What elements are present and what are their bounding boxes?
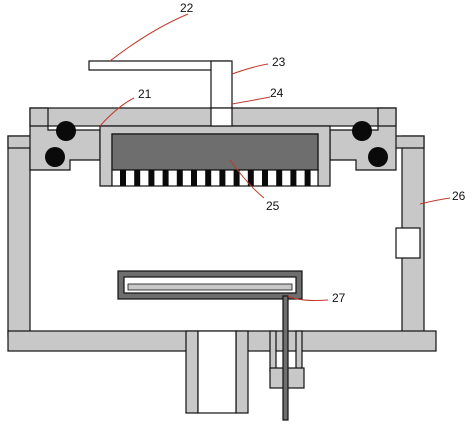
showerhead-hole (219, 170, 226, 186)
left-wall (7, 135, 31, 337)
inlet-horizontal-pipe (88, 60, 230, 71)
showerhead-holes (120, 170, 311, 186)
showerhead-hole (233, 170, 240, 186)
lift-rod-sleeve-left (269, 330, 277, 372)
lift-rod-sleeve-right (295, 330, 303, 372)
seal-ball-left-upper (56, 121, 76, 141)
showerhead-hole (247, 170, 254, 186)
label-24: 24 (270, 86, 284, 100)
showerhead-block (111, 133, 319, 171)
label-26: 26 (452, 189, 466, 203)
part-labels: 22 23 24 21 25 26 27 (138, 1, 466, 305)
showerhead-hole (134, 170, 141, 186)
leader-26 (419, 197, 451, 205)
seal-ball-right-lower (368, 147, 388, 167)
showerhead-hole (304, 170, 311, 186)
tray-substrate (127, 283, 293, 291)
showerhead-hole (290, 170, 297, 186)
exhaust-port (185, 330, 249, 414)
label-22: 22 (180, 1, 194, 15)
exhaust-pipe-right (235, 330, 249, 414)
showerhead-hole (120, 170, 126, 186)
label-23: 23 (272, 55, 286, 69)
substrate-tray (117, 270, 303, 300)
label-21: 21 (138, 87, 152, 101)
showerhead-hole (191, 170, 197, 186)
leader-25 (229, 159, 265, 199)
showerhead-hole (176, 170, 183, 186)
leader-22 (109, 13, 189, 62)
leader-21 (99, 97, 135, 127)
inlet-lower-pipe (210, 107, 233, 127)
showerhead-hole (276, 170, 283, 186)
leader-27 (287, 295, 329, 301)
leader-23 (231, 63, 269, 75)
lift-rod-assembly (269, 295, 305, 421)
exhaust-pipe-bore (197, 330, 237, 414)
seal-rings (45, 121, 388, 167)
lift-rod (282, 295, 289, 421)
leader-lines (99, 13, 451, 301)
showerhead-hole (162, 170, 169, 186)
showerhead-hole (262, 170, 268, 186)
showerhead-hole (205, 170, 212, 186)
showerhead-plate (111, 169, 319, 187)
leader-24 (231, 96, 271, 105)
seal-ball-left-lower (45, 147, 65, 167)
gas-inlet (88, 60, 233, 127)
showerhead-hole (148, 170, 155, 186)
label-25: 25 (266, 199, 280, 213)
label-27: 27 (332, 291, 346, 305)
inlet-vertical-pipe (210, 60, 233, 109)
exhaust-pipe-left (185, 330, 199, 414)
side-port (395, 227, 421, 259)
seal-ball-right-upper (352, 121, 372, 141)
